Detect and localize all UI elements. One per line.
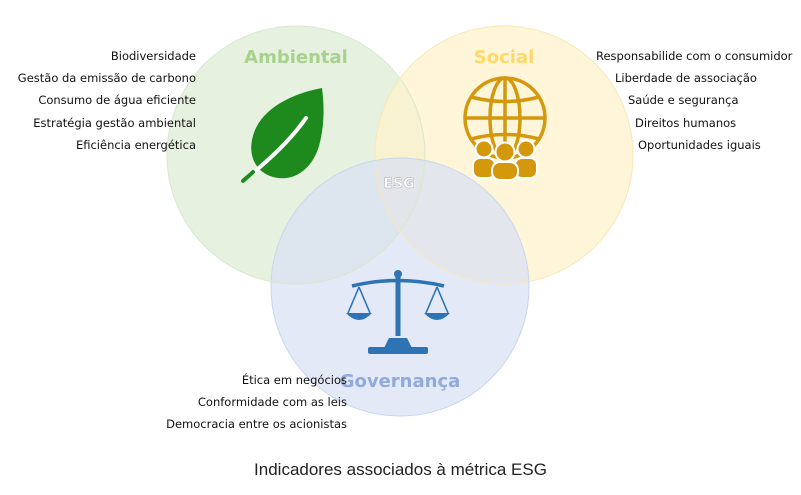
governanca-item: Ética em negócios: [241, 373, 347, 387]
social-item: Direitos humanos: [635, 115, 737, 130]
governanca-title: Governança: [340, 371, 461, 392]
leaf-icon: [241, 88, 324, 183]
social-item: Responsabilide com o consumidor: [596, 49, 793, 63]
governanca-indicator-list: Ética em negócios Conformidade com as le…: [166, 369, 347, 436]
ambiental-item: Gestão da emissão de carbono: [17, 71, 196, 86]
social-item: Saúde e segurança: [628, 93, 739, 108]
ambiental-item: Estratégia gestão ambiental: [33, 115, 196, 130]
social-indicator-list: Responsabilide com o consumidor Liberdad…: [596, 45, 792, 156]
ambiental-item: Consumo de água eficiente: [38, 93, 196, 108]
scales-icon: [346, 270, 450, 354]
ambiental-indicator-list: Biodiversidade Gestão da emissão de carb…: [18, 45, 196, 156]
ambiental-item: Eficiência energética: [75, 137, 196, 152]
social-item: Liberdade de associação: [615, 71, 757, 86]
governanca-circle-ring: [270, 157, 530, 417]
ambiental-item: Biodiversidade: [110, 49, 196, 63]
social-circle-ring: [374, 25, 634, 285]
figure-caption: Indicadores associados à métrica ESG: [254, 460, 547, 479]
social-title: Social: [474, 47, 535, 68]
ambiental-title: Ambiental: [244, 47, 348, 68]
governanca-item: Democracia entre os acionistas: [166, 417, 347, 432]
people-group-icon: [472, 139, 538, 181]
governanca-item: Conformidade com as leis: [197, 395, 347, 410]
ambiental-circle-ring: [166, 25, 426, 285]
esg-center-label: ESG: [383, 176, 414, 192]
social-item: Oportunidades iguais: [638, 137, 761, 152]
